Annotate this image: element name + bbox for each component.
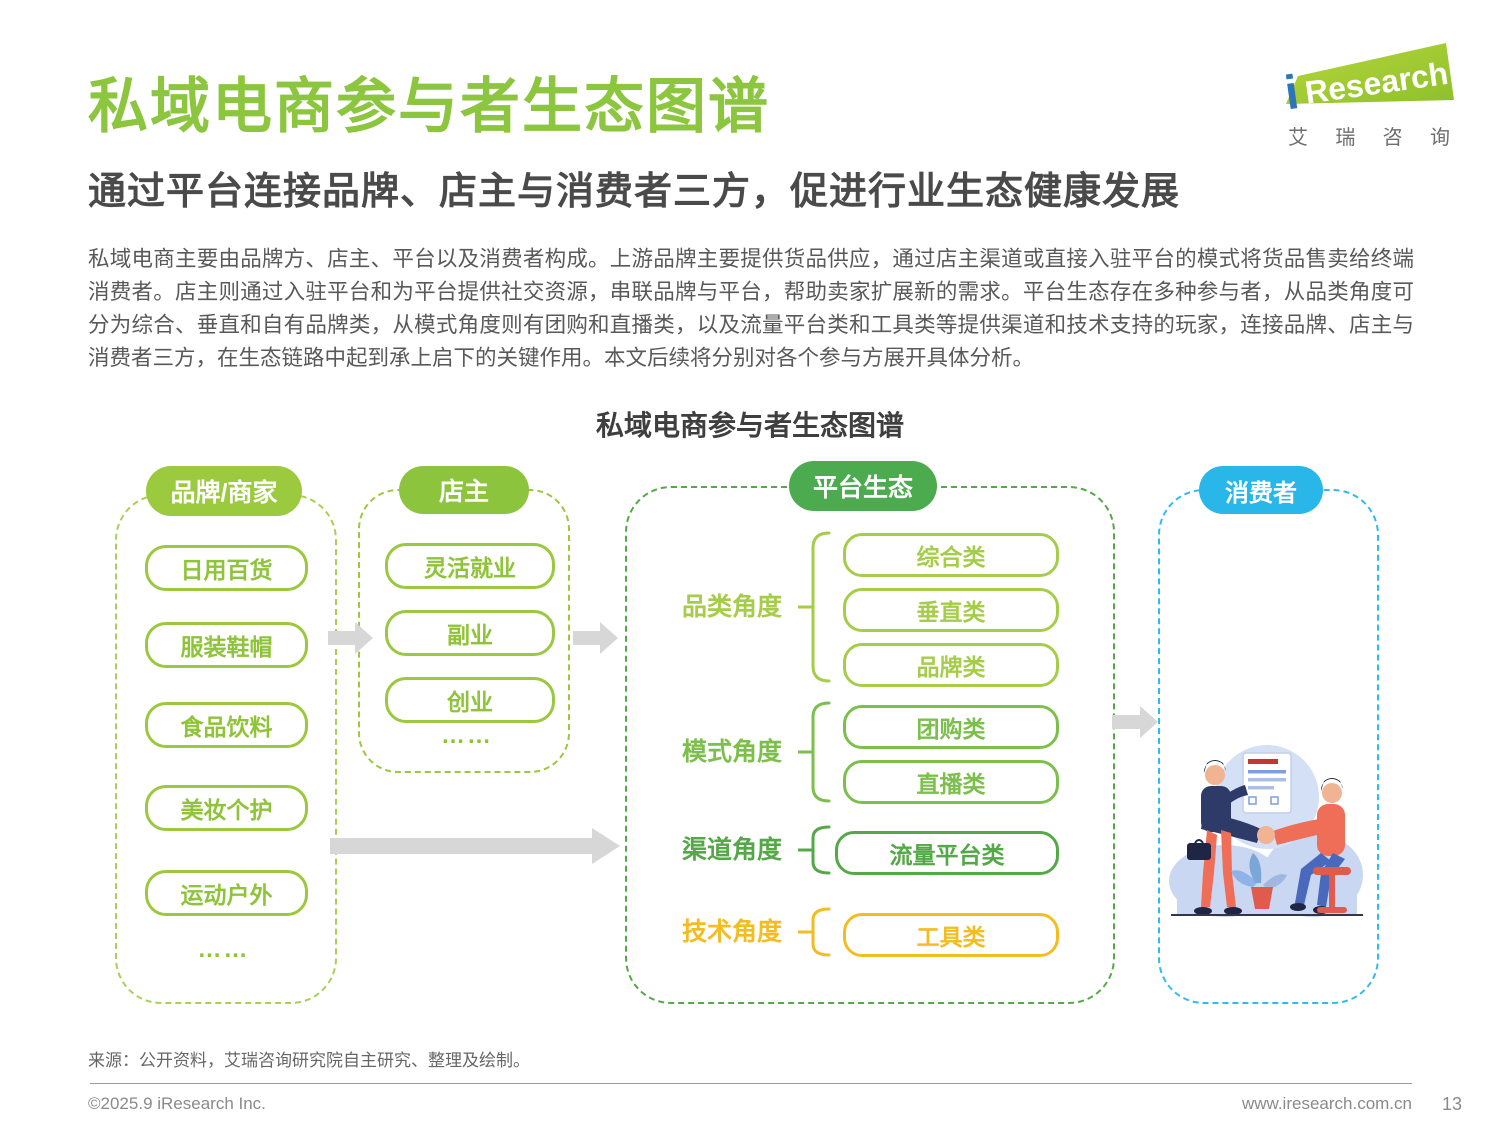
footer-divider: [90, 1083, 1412, 1084]
bracket-mode-angle: [798, 701, 831, 803]
platform-node: 垂直类: [843, 588, 1059, 632]
diagram-title: 私域电商参与者生态图谱: [595, 410, 904, 441]
flow-arrow-shopkeeper-to-platform: [573, 622, 618, 654]
iresearch-logo: i Research 艾 瑞 咨 询: [1278, 40, 1460, 150]
logo-caption-char: 艾: [1288, 127, 1308, 149]
brand-node: 食品饮料: [145, 702, 308, 748]
flow-arrow-platform-to-consumer: [1112, 706, 1158, 738]
bracket-tech-angle: [798, 907, 831, 957]
bracket-category-angle: [798, 531, 831, 683]
brand-ellipsis: ……: [197, 936, 250, 963]
platform-node: 综合类: [843, 533, 1059, 577]
logo-caption-char: 询: [1429, 127, 1450, 149]
platform-node: 品牌类: [843, 643, 1059, 687]
page-subtitle: 通过平台连接品牌、店主与消费者三方，促进行业生态健康发展: [88, 171, 1181, 213]
platform-node: 流量平台类: [835, 831, 1059, 875]
page-title: 私域电商参与者生态图谱: [88, 73, 770, 140]
logo-caption-char: 瑞: [1335, 127, 1356, 149]
body-paragraph: 私域电商主要由品牌方、店主、平台以及消费者构成。上游品牌主要提供货品供应，通过店…: [88, 247, 1414, 370]
footer-website-link[interactable]: www.iresearch.com.cn: [1241, 1094, 1412, 1113]
platform-group-label: 平台生态: [789, 461, 937, 511]
shopkeeper-ellipsis: ……: [441, 722, 493, 749]
bracket-channel-angle: [798, 825, 831, 875]
platform-node: 团购类: [843, 705, 1059, 749]
flow-arrow-brand-to-platform: [330, 828, 620, 864]
source-note: 来源：公开资料，艾瑞咨询研究院自主研究、整理及绘制。: [88, 1051, 530, 1070]
platform-node: 直播类: [843, 760, 1059, 804]
platform-node: 工具类: [843, 913, 1059, 957]
platform-category-label: 技术角度: [681, 918, 782, 946]
flow-arrow-brand-to-shopkeeper: [328, 622, 373, 654]
brand-group-label: 品牌/商家: [146, 466, 302, 516]
brand-node: 运动户外: [145, 870, 308, 916]
logo-caption-char: 咨: [1382, 127, 1403, 149]
handshake-illustration: [1169, 745, 1363, 917]
platform-category-label: 渠道角度: [681, 836, 782, 864]
platform-category-label: 模式角度: [681, 738, 782, 766]
shopkeeper-node: 灵活就业: [385, 543, 555, 589]
shopkeeper-group-label: 店主: [399, 466, 529, 514]
consumer-group-label: 消费者: [1199, 466, 1323, 514]
brand-node: 日用百货: [145, 545, 308, 591]
brand-node: 美妆个护: [145, 785, 308, 831]
shopkeeper-node: 创业: [385, 677, 555, 723]
platform-category-label: 品类角度: [681, 593, 782, 621]
shopkeeper-node: 副业: [385, 610, 555, 656]
iresearch-logo-mark: i Research: [1281, 43, 1454, 120]
brand-node: 服装鞋帽: [145, 622, 308, 668]
footer-page-number: 13: [1441, 1094, 1463, 1114]
footer-copyright: ©2025.9 iResearch Inc.: [88, 1094, 266, 1113]
logo-caption: 艾 瑞 咨 询: [1288, 121, 1450, 150]
